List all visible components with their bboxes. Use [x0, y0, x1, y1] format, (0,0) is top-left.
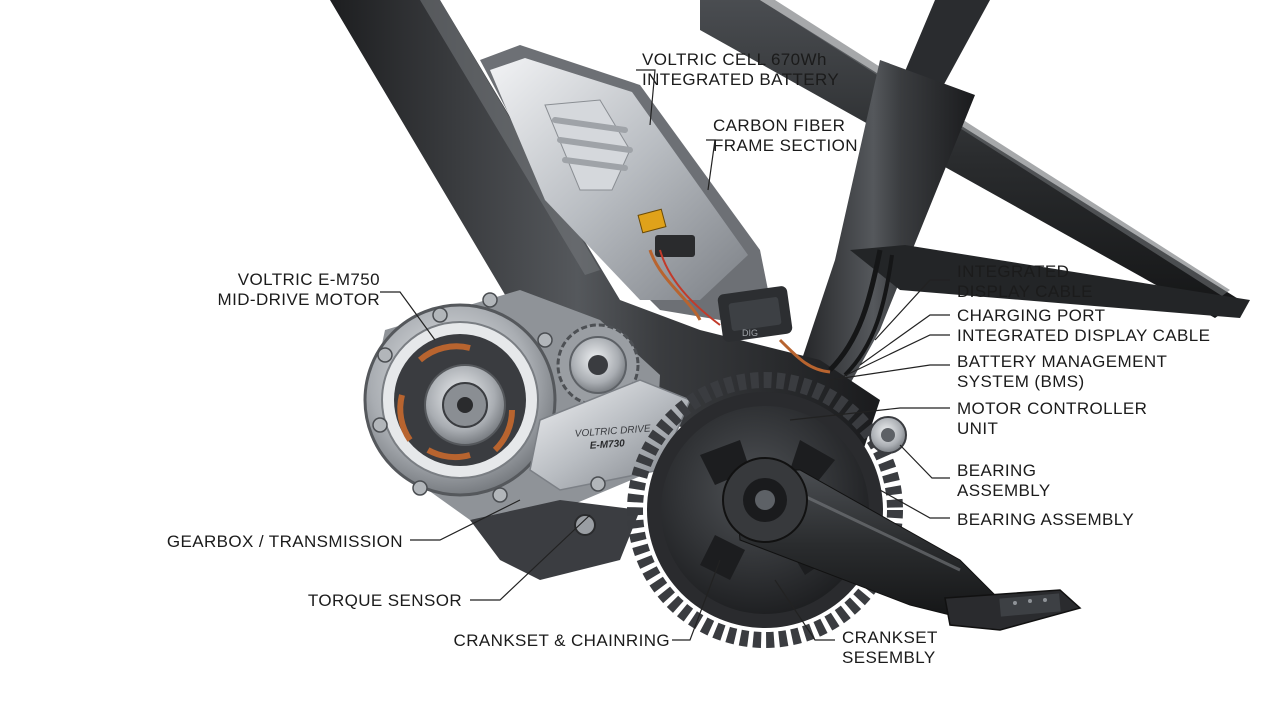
- down-tube: [330, 0, 880, 460]
- controller-box: DIG: [717, 286, 793, 342]
- battery-pack: [480, 45, 770, 326]
- controller-text: DIG: [742, 328, 758, 338]
- crankset-chainring-label: CRANKSET & CHAINRING: [453, 631, 670, 650]
- display-cable-label-2: INTEGRATED DISPLAY CABLE: [957, 326, 1211, 345]
- reduction-gear: [556, 323, 640, 407]
- leader-lines: [380, 69, 950, 641]
- seat-tube: [790, 60, 975, 420]
- housing-text-line2: E-M730: [589, 438, 625, 451]
- gearbox-label: GEARBOX / TRANSMISSION: [166, 532, 403, 551]
- housing-text-line1: VOLTRIC DRIVE: [575, 423, 652, 439]
- pedal: [944, 589, 1082, 631]
- chain-stay: [850, 245, 1250, 318]
- bearing-cap: [869, 416, 907, 454]
- torque-sensor-label: TORQUE SENSOR: [307, 591, 462, 610]
- crank-arm: [722, 457, 1001, 621]
- top-tube: [700, 0, 1240, 318]
- bearing-label-2: BEARING ASSEMBLY: [957, 510, 1135, 529]
- charging-port-label: CHARGING PORT: [957, 306, 1106, 325]
